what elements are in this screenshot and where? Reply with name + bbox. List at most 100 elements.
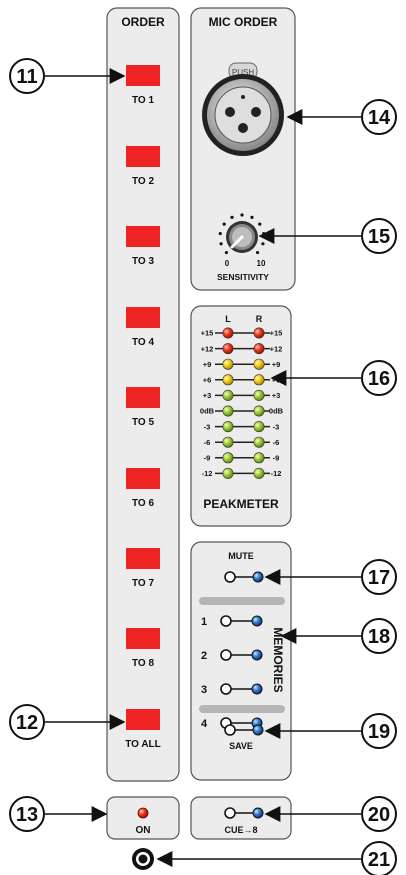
sensitivity-knob[interactable]: 0 10 xyxy=(218,213,266,268)
level-label-right: -6 xyxy=(273,438,280,447)
led-right-icon xyxy=(253,421,265,433)
xlr-pin-icon xyxy=(251,107,261,117)
peakmeter-row: -3-3 xyxy=(204,421,279,433)
mic-order-title: MIC ORDER xyxy=(209,15,278,29)
level-label-right: -9 xyxy=(273,454,280,463)
led-left-icon xyxy=(222,343,234,355)
memory-slot-1[interactable]: 1 xyxy=(201,615,263,628)
led-left-icon xyxy=(222,358,234,370)
led-right-icon xyxy=(253,452,265,464)
order-button-6[interactable]: TO 6 xyxy=(126,468,160,509)
order-button-label: TO 8 xyxy=(132,658,154,669)
level-label-left: -6 xyxy=(204,438,211,447)
callout-17: 17 xyxy=(361,559,397,595)
memory-slot-2[interactable]: 2 xyxy=(201,649,263,662)
order-button-7[interactable]: TO 7 xyxy=(126,548,160,589)
memory-slot-label: 2 xyxy=(201,650,207,662)
level-label-right: +9 xyxy=(272,360,281,369)
memory-slot-label: 3 xyxy=(201,684,207,696)
led-left-icon xyxy=(222,436,234,448)
cue-switch[interactable] xyxy=(224,807,264,819)
callout-15: 15 xyxy=(361,218,397,254)
sensitivity-label: SENSITIVITY xyxy=(217,272,269,282)
peakmeter-right-label: R xyxy=(256,314,263,324)
on-label: ON xyxy=(136,825,151,836)
level-label-right: +3 xyxy=(272,391,281,400)
order-button-9[interactable]: TO ALL xyxy=(125,709,161,750)
peakmeter-row: -9 -9 xyxy=(204,452,280,464)
mute-switch[interactable] xyxy=(224,571,264,583)
order-button-label: TO 1 xyxy=(132,95,154,106)
cue-panel: CUE→8 xyxy=(190,796,292,840)
order-button-1[interactable]: TO 1 xyxy=(126,65,160,106)
callout-18: 18 xyxy=(361,618,397,654)
led-left-icon xyxy=(222,327,234,339)
save-label: SAVE xyxy=(229,741,253,751)
order-button-label: TO 5 xyxy=(132,417,154,428)
led-right-icon xyxy=(253,467,265,479)
callout-number: 20 xyxy=(368,804,390,826)
xlr-pin-icon xyxy=(238,123,248,133)
callout-13: 13 xyxy=(9,796,45,832)
peakmeter-left-label: L xyxy=(225,314,231,324)
callout-19: 19 xyxy=(361,713,397,749)
callout-number: 19 xyxy=(368,721,390,743)
led-left-icon xyxy=(222,467,234,479)
order-button-label: TO 4 xyxy=(132,337,154,348)
level-label-left: +3 xyxy=(203,391,212,400)
order-button-4[interactable]: TO 4 xyxy=(126,307,160,348)
order-button-5[interactable]: TO 5 xyxy=(126,387,160,428)
knob-max-label: 10 xyxy=(257,259,266,268)
headphone-jack-icon[interactable] xyxy=(132,848,154,870)
save-switch[interactable] xyxy=(224,724,264,736)
peakmeter-row: +3 +3 xyxy=(203,389,281,401)
level-label-left: -12 xyxy=(202,469,213,478)
callout-12: 12 xyxy=(9,704,45,740)
order-button-label: TO 3 xyxy=(132,256,154,267)
callout-16: 16 xyxy=(361,360,397,396)
push-label: PUSH xyxy=(232,68,254,77)
level-label-right: 0dB xyxy=(269,407,284,416)
led-left-icon xyxy=(222,405,234,417)
led-left-icon xyxy=(222,374,234,386)
peakmeter-row: -12 -12 xyxy=(202,467,282,479)
peakmeter-row: 0dB 0dB xyxy=(200,405,284,417)
level-label-right: -12 xyxy=(271,469,282,478)
order-button-label: TO ALL xyxy=(125,739,161,750)
level-label-right: +6 xyxy=(272,376,281,385)
on-panel: ON xyxy=(106,796,180,840)
callout-20: 20 xyxy=(361,796,397,832)
mute-label: MUTE xyxy=(228,551,254,561)
callout-number: 11 xyxy=(16,66,37,88)
peakmeter-title: PEAKMETER xyxy=(203,497,279,511)
memory-slot-label: 1 xyxy=(201,616,207,628)
level-label-left: -9 xyxy=(204,454,211,463)
callout-arrows xyxy=(45,68,361,867)
order-button-8[interactable]: TO 8 xyxy=(126,628,160,669)
order-button-3[interactable]: TO 3 xyxy=(126,226,160,267)
led-right-icon xyxy=(253,405,265,417)
led-right-icon xyxy=(253,343,265,355)
order-button-label: TO 2 xyxy=(132,176,154,187)
callout-14: 14 xyxy=(361,99,397,135)
led-right-icon xyxy=(253,374,265,386)
level-label-left: 0dB xyxy=(200,407,215,416)
order-strip: ORDER TO 1 TO 2 TO 3 TO 4 TO 5 TO 6 TO 7 TO 8 TO… xyxy=(106,7,180,782)
order-button-label: TO 6 xyxy=(132,498,154,509)
level-label-left: +12 xyxy=(201,344,214,353)
peakmeter-row: -6 -6 xyxy=(204,436,280,448)
callout-number: 15 xyxy=(368,226,390,248)
order-title: ORDER xyxy=(121,15,165,29)
callout-21: 21 xyxy=(361,841,397,875)
order-button-2[interactable]: TO 2 xyxy=(126,146,160,187)
xlr-connector[interactable]: PUSH xyxy=(202,62,284,156)
knob-min-label: 0 xyxy=(225,259,230,268)
memory-slot-3[interactable]: 3 xyxy=(201,683,263,696)
level-label-left: +15 xyxy=(201,329,214,338)
cue-label: CUE→8 xyxy=(224,825,257,835)
level-label-left: -3 xyxy=(204,422,211,431)
memory-slot-label: 4 xyxy=(201,718,208,730)
